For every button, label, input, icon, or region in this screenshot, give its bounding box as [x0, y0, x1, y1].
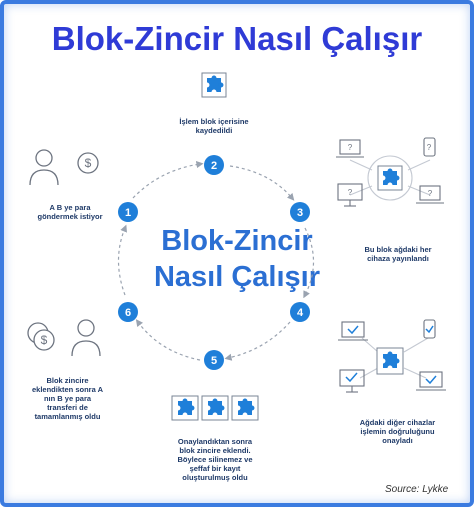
svg-text:$: $	[85, 156, 92, 170]
center-title: Blok-Zincir Nasıl Çalışır	[137, 223, 337, 295]
caption-line: Bu blok ağdaki her	[364, 245, 432, 254]
caption-line: Blok zincire	[46, 376, 89, 385]
caption-line: Onaylandıktan sonra	[177, 437, 253, 446]
block-icon-step2	[201, 72, 227, 98]
svg-text:$: $	[41, 333, 48, 347]
step-circle-1: 1	[118, 202, 138, 222]
step-circle-4: 4	[290, 302, 310, 322]
source-credit: Source: Lykke	[385, 484, 449, 495]
caption-line: şeffaf bir kayıt	[189, 464, 241, 473]
step-circle-6: 6	[118, 302, 138, 322]
step-circle-3: 3	[290, 202, 310, 222]
caption-line: oluşturulmuş oldu	[182, 473, 248, 482]
phone-icon	[423, 319, 436, 339]
caption-line: kaydedildi	[195, 126, 233, 135]
step-number-4: 4	[297, 307, 304, 319]
caption-line: İşlem blok içerisine	[179, 117, 249, 126]
caption-step-5: Onaylandıktan sonra blok zincire eklendi…	[160, 437, 270, 482]
network-cluster-step4	[338, 319, 446, 393]
network-cluster-step3	[336, 137, 444, 207]
block-icon-step4	[376, 347, 404, 375]
caption-line: göndermek istiyor	[37, 212, 103, 221]
arrow-1-2	[132, 160, 204, 199]
desktop-icon	[339, 369, 365, 393]
arrow-6-1	[117, 224, 127, 296]
page-title: Blok-Zincir Nasıl Çalışır	[51, 20, 423, 57]
step-number-3: 3	[297, 207, 303, 219]
block-icon-step3	[377, 165, 403, 191]
step-number-6: 6	[125, 307, 131, 319]
center-title-line1: Blok-Zincir	[161, 225, 313, 257]
caption-step-3: Bu blok ağdaki her cihaza yayınlandı	[343, 245, 453, 263]
cycle-arrows	[117, 160, 314, 361]
caption-step-4: Ağdaki diğer cihazlar işlemin doğruluğun…	[335, 418, 460, 445]
caption-line: nın B ye para	[43, 394, 92, 403]
caption-line: A B ye para	[49, 203, 91, 212]
caption-line: Ağdaki diğer cihazlar	[359, 418, 436, 427]
arrow-3-4	[303, 227, 314, 299]
laptop-icon	[336, 139, 364, 158]
phone-icon	[423, 137, 436, 157]
caption-step-2: İşlem blok içerisine kaydedildi	[164, 117, 264, 135]
dollar-coin-icon: $	[27, 322, 55, 351]
person-icon	[71, 319, 101, 357]
caption-line: Böylece silinemez ve	[177, 455, 253, 464]
block-chain-step5	[171, 395, 259, 421]
checkmark-icon	[345, 325, 437, 385]
step-circle-5: 5	[204, 350, 224, 370]
question-mark-icon: ?	[348, 143, 353, 152]
caption-step-1: A B ye para göndermek istiyor	[20, 203, 120, 221]
caption-line: işlemin doğruluğunu	[360, 427, 435, 436]
question-mark-icon: ?	[348, 188, 353, 197]
caption-line: cihaza yayınlandı	[367, 254, 429, 263]
arrow-5-6	[135, 319, 201, 361]
step-number-2: 2	[211, 160, 217, 172]
laptop-icon	[338, 321, 368, 341]
arrow-2-3	[229, 165, 295, 201]
question-mark-icon: ?	[428, 189, 433, 198]
arrow-4-5	[224, 321, 291, 361]
person-icon	[29, 149, 59, 186]
caption-line: transferi de	[47, 403, 88, 412]
laptop-icon	[416, 371, 446, 391]
caption-line: tamamlanmış oldu	[34, 412, 101, 421]
caption-line: onayladı	[382, 436, 413, 445]
step-number-5: 5	[211, 355, 217, 367]
caption-step-6: Blok zincire eklendikten sonra A nın B y…	[20, 376, 115, 421]
caption-line: blok zincire eklendi.	[179, 446, 251, 455]
caption-line: eklendikten sonra A	[32, 385, 103, 394]
dollar-coin-icon: $	[77, 152, 99, 174]
laptop-icon	[416, 185, 444, 204]
step-number-1: 1	[125, 207, 131, 219]
question-mark-icon: ?	[427, 143, 432, 152]
desktop-icon	[337, 183, 363, 207]
step-circle-2: 2	[204, 155, 224, 175]
center-title-line2: Nasıl Çalışır	[153, 261, 321, 293]
